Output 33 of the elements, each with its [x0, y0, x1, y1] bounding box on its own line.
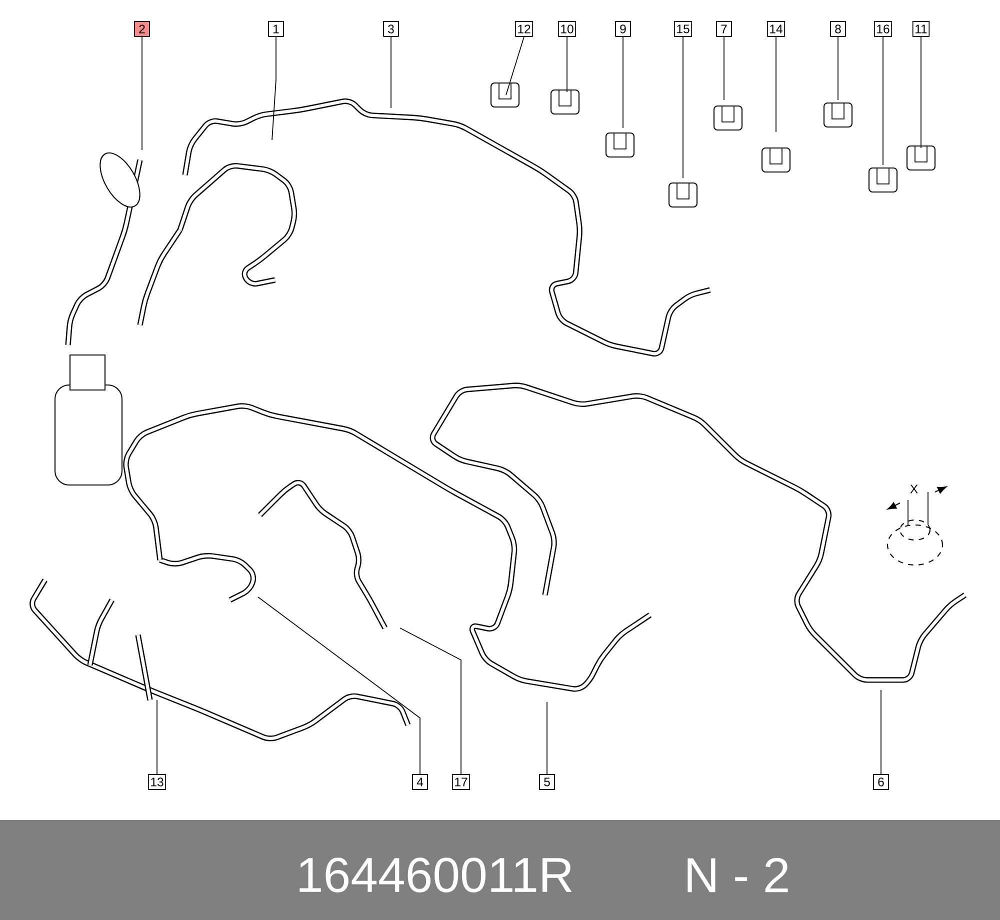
leader-line	[506, 36, 524, 96]
leader-line	[880, 690, 882, 774]
callout-number: 5	[539, 774, 555, 790]
callout-number: 1	[268, 21, 284, 37]
callout-number: 14	[766, 21, 786, 37]
callout-number: 6	[873, 774, 889, 790]
callout-number: 2	[134, 21, 150, 37]
leader-line	[390, 36, 392, 108]
callout-number: 7	[716, 21, 732, 37]
callout-number: 11	[912, 21, 930, 37]
callout-number: 12	[514, 21, 534, 37]
leader-line	[400, 628, 462, 774]
leader-line	[546, 702, 548, 774]
part-number: 164460011R	[300, 858, 572, 892]
callout-number: 10	[558, 21, 576, 37]
leader-line	[272, 36, 276, 140]
leader-line	[682, 36, 684, 178]
leader-line	[882, 36, 884, 166]
callout-number: 15	[674, 21, 692, 37]
callout-number: 13	[148, 774, 166, 790]
leader-line	[156, 700, 158, 774]
leader-line	[920, 36, 922, 148]
callout-number: 9	[615, 21, 631, 37]
page-label: N - 2	[688, 858, 788, 892]
callout-number: 4	[412, 774, 428, 790]
callout-number: 8	[830, 21, 846, 37]
leader-line	[258, 596, 420, 774]
leader-line	[622, 36, 624, 128]
leader-line	[566, 36, 568, 92]
dimension-label: X	[910, 484, 918, 494]
callout-number: 16	[874, 21, 892, 37]
callout-number: 17	[452, 774, 470, 790]
callout-number: 3	[383, 21, 399, 37]
